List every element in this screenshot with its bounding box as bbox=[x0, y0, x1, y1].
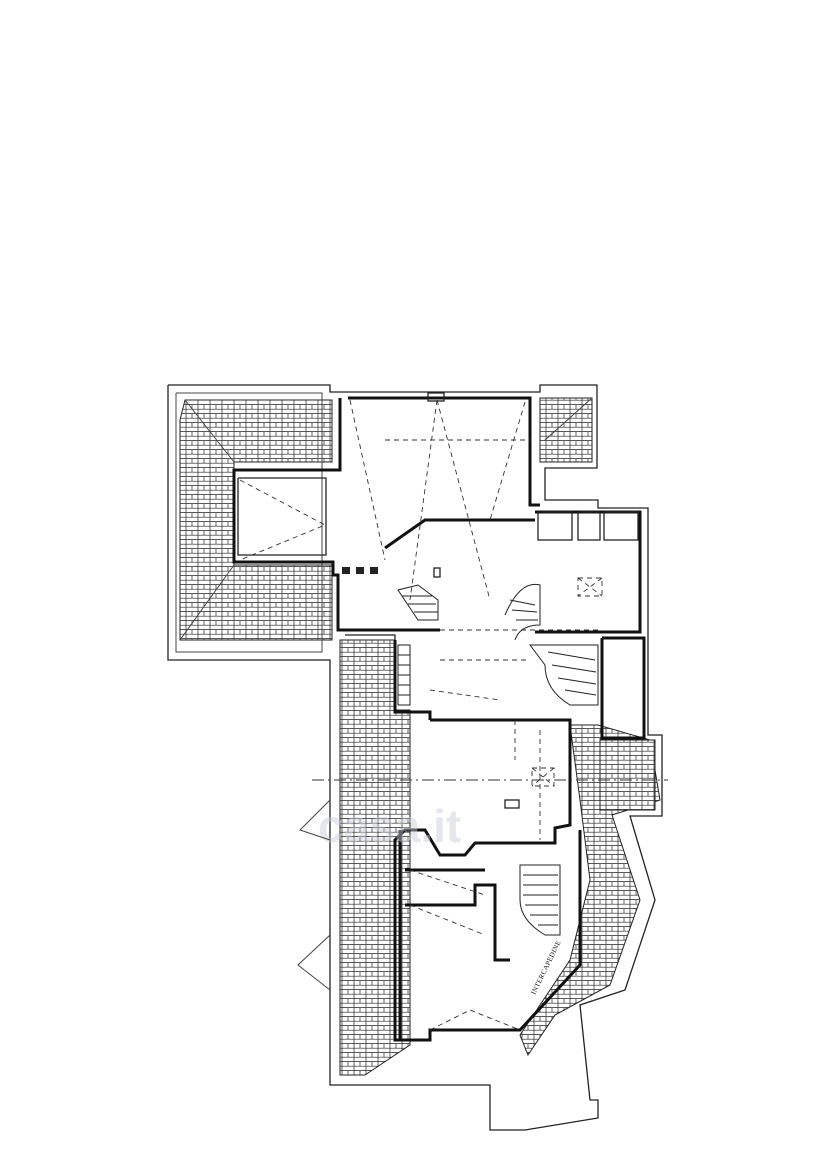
stair-upper-left bbox=[397, 584, 439, 621]
ridge-top-left bbox=[349, 399, 386, 561]
ridge-stairs bbox=[429, 689, 501, 701]
ridge-top-right bbox=[489, 401, 526, 521]
wall-central-corridor bbox=[384, 518, 535, 550]
chimney bbox=[504, 799, 520, 809]
hip-line-1 bbox=[184, 399, 235, 463]
top-post bbox=[427, 392, 445, 402]
fixture-box-3 bbox=[603, 511, 639, 541]
roof-tiles-small-right bbox=[599, 739, 656, 811]
staircases bbox=[397, 583, 599, 936]
skylight-lower-cross bbox=[531, 767, 555, 787]
roof-tiles-top-right bbox=[539, 397, 593, 463]
vent-1 bbox=[342, 567, 350, 574]
outer-outline bbox=[167, 384, 663, 1131]
wall-top bbox=[348, 396, 540, 507]
vent-3 bbox=[370, 567, 378, 574]
wall-upper-block bbox=[232, 398, 440, 632]
marker-triangle-2 bbox=[297, 934, 331, 991]
fixture-box-1 bbox=[537, 511, 573, 541]
hip-line-3 bbox=[544, 397, 593, 441]
wall-east-room bbox=[535, 510, 642, 634]
stair-left-vertical bbox=[397, 644, 411, 706]
roof-ridges bbox=[239, 399, 600, 1031]
roof-tiles-top-left bbox=[179, 399, 333, 641]
stair-spiral-right bbox=[529, 644, 599, 706]
watermark-logo: casa.it bbox=[318, 800, 461, 852]
ridge-lower bbox=[409, 869, 521, 1031]
roof-tiles bbox=[179, 397, 661, 1076]
wall-lower-main bbox=[393, 718, 582, 1042]
wall-left-cap bbox=[237, 477, 327, 556]
wall-east-column bbox=[600, 636, 646, 740]
ridge-central bbox=[440, 629, 600, 661]
outer-inner-edge bbox=[175, 392, 323, 653]
wall-inner-block bbox=[345, 634, 396, 640]
ridge-lower-vertical bbox=[514, 720, 541, 840]
walls bbox=[232, 396, 646, 1042]
ridge-left-block bbox=[239, 479, 327, 561]
ridge-top-mid bbox=[409, 399, 491, 601]
wall-inner-divider bbox=[405, 883, 510, 962]
hip-line-2 bbox=[179, 564, 235, 641]
marker-triangle-1 bbox=[299, 799, 331, 841]
skylight-lower bbox=[531, 767, 555, 787]
column-marker bbox=[433, 567, 441, 578]
fixtures bbox=[342, 392, 639, 809]
vent-2 bbox=[356, 567, 364, 574]
skylight-upper bbox=[577, 577, 603, 597]
skylight-upper-cross bbox=[577, 577, 603, 597]
stair-spiral-center bbox=[504, 583, 541, 641]
fixture-box-2 bbox=[577, 511, 601, 541]
side-markers bbox=[297, 799, 331, 991]
roof-hips bbox=[179, 397, 593, 641]
stair-lower-curved bbox=[519, 864, 561, 936]
outer-boundary bbox=[167, 384, 663, 1131]
wall-stair-left bbox=[393, 640, 432, 720]
